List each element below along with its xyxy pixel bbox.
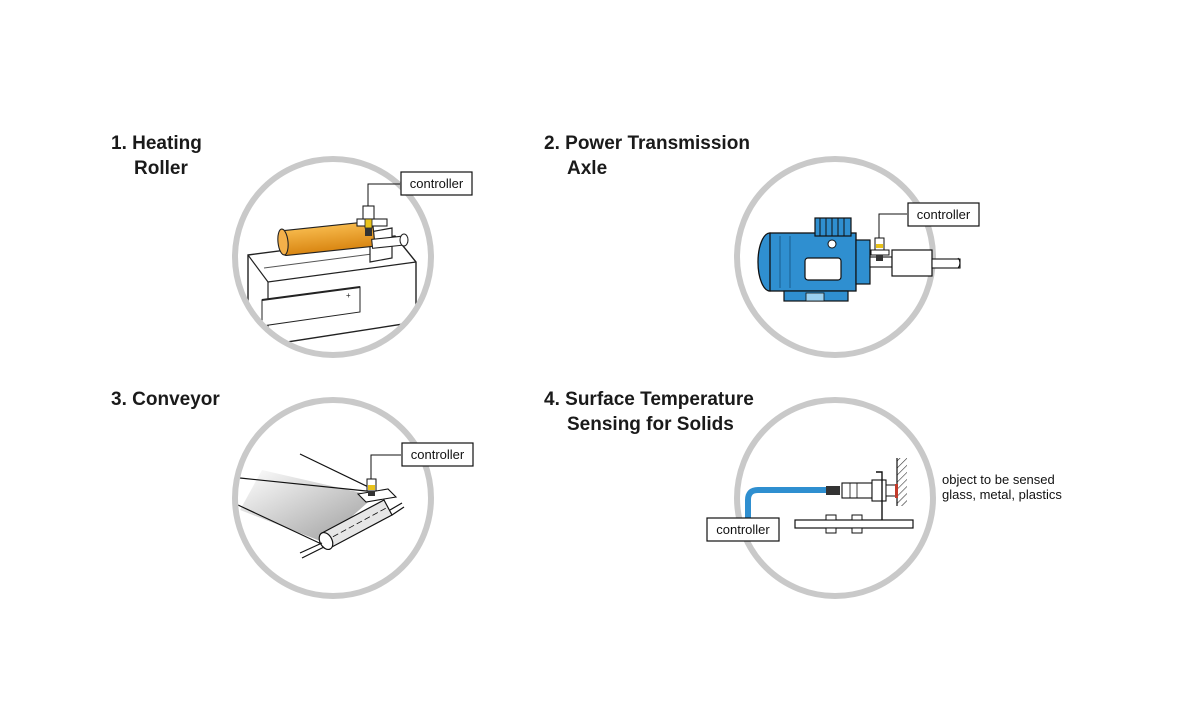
panel-2-controller-box — [907, 202, 980, 227]
panel-4-title: 4. Surface Temperature Sensing for Solid… — [544, 389, 754, 435]
panel-3-title: 3. Conveyor — [111, 389, 220, 410]
panel-1-illustration: + controller — [232, 156, 473, 358]
panel-1-title: 1. Heating Roller — [111, 133, 202, 179]
electric-motor — [757, 217, 871, 302]
panel-1-controller-label: controller — [410, 176, 464, 191]
panel-4-controller-box — [706, 517, 780, 542]
panel-3-illustration: controller — [232, 397, 474, 599]
panel-3-controller-label: controller — [411, 447, 465, 462]
panel-2-illustration: controller — [734, 156, 980, 358]
sensor-cable — [745, 487, 826, 520]
panel-3-controller-box — [401, 442, 474, 467]
panel-4-controller-label: controller — [716, 522, 770, 537]
panel-2-controller-label: controller — [917, 207, 971, 222]
sensed-object — [897, 458, 907, 506]
conveyor-belt — [238, 453, 405, 559]
panel-4-ring — [734, 397, 936, 599]
panel-1-controller-box — [400, 171, 473, 196]
heating-roller-machine: + — [247, 205, 417, 346]
panel-4-note-line1: object to be sensed — [942, 472, 1055, 487]
panel-4-illustration: controller object to be sensed glass, me… — [706, 397, 1062, 599]
panel-4-note-line2: glass, metal, plastics — [942, 487, 1062, 502]
coupling — [891, 249, 933, 277]
svg-text:+: + — [346, 291, 351, 300]
panel-2-title: 2. Power Transmission Axle — [544, 133, 750, 179]
